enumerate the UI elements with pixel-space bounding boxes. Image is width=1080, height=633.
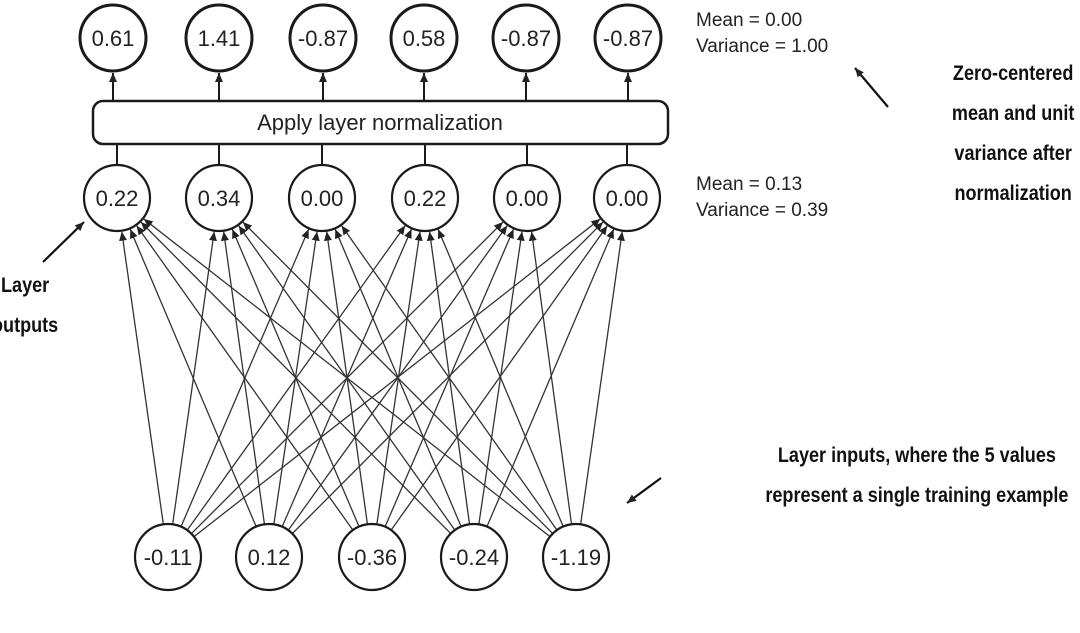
connection-edge [136, 225, 354, 531]
layer-input-node: -1.19 [541, 522, 611, 592]
normalized-output-node-value: -0.87 [501, 26, 551, 51]
nodes: 0.61 1.41 -0.87 0.58 -0.87 -0.87 0.22 0.34 0.00 0… [42, 3, 889, 592]
normalized-output-node: 0.58 [389, 3, 459, 73]
layer-output-node-value: 0.22 [96, 186, 139, 211]
normalized-output-node-value: 0.61 [92, 26, 135, 51]
layer-input-node: 0.12 [234, 522, 304, 592]
layer-output-node: 0.00 [287, 163, 357, 233]
normalized-output-node: -0.87 [593, 3, 663, 73]
layer-output-node: 0.34 [184, 163, 254, 233]
mean-after: Mean = 0.00 [696, 10, 803, 31]
connection-edge [291, 221, 604, 535]
connection-edge [143, 218, 551, 538]
callout-line: variance after [954, 142, 1072, 165]
connection-edge [341, 225, 558, 531]
connection-edges [109, 73, 632, 538]
pointer-layer-inputs [626, 477, 662, 504]
normalized-output-node: 0.61 [78, 3, 148, 73]
variance-after: Variance = 1.00 [696, 36, 829, 57]
normalized-output-node-value: 0.58 [403, 26, 446, 51]
connection-edge [486, 229, 615, 527]
connection-edge [129, 229, 257, 527]
stats-after-normalization: Mean = 0.00 Variance = 1.00 [696, 8, 828, 60]
normalized-output-node-value: 1.41 [198, 26, 241, 51]
callout-line: outputs [0, 314, 59, 337]
mean-before: Mean = 0.13 [696, 174, 803, 195]
connection-edge [242, 221, 554, 535]
normalization-box-label: Apply layer normalization [257, 110, 503, 135]
layer-input-node-value: -0.36 [347, 545, 397, 570]
connection-edge [140, 221, 452, 535]
layer-output-node-value: 0.00 [301, 186, 344, 211]
layer-input-node: -0.11 [133, 522, 203, 592]
connection-edge [119, 231, 165, 525]
layer-input-node: -0.24 [439, 522, 509, 592]
normalization-box: Apply layer normalization [91, 99, 670, 146]
layer-input-node-value: -0.24 [449, 545, 499, 570]
callout-line: Layer [1, 274, 50, 297]
stats-before-normalization: Mean = 0.13 Variance = 0.39 [696, 172, 828, 224]
callout-layer-inputs: Layer inputs, where the 5 values represe… [765, 436, 1068, 516]
connection-edge [437, 229, 564, 527]
normalized-output-node: -0.87 [288, 3, 358, 73]
connection-edge [579, 231, 625, 525]
pointer-after-normalization [854, 67, 889, 108]
callout-line: Layer inputs, where the 5 values [777, 444, 1056, 467]
connection-edge [390, 225, 608, 531]
callout-line: mean and unit [951, 102, 1074, 125]
layer-input-node: -0.36 [337, 522, 407, 592]
layer-output-node: 0.00 [492, 163, 562, 233]
callout-line: normalization [954, 182, 1072, 205]
layer-output-node: 0.22 [390, 163, 460, 233]
connection-edge [528, 231, 573, 525]
layer-input-node-value: -0.11 [144, 545, 193, 570]
normalized-output-node: 1.41 [184, 3, 254, 73]
normalized-output-node-value: -0.87 [603, 26, 653, 51]
callout-line: represent a single training example [764, 484, 1068, 507]
layer-input-node-value: -1.19 [551, 545, 601, 570]
layer-output-node-value: 0.00 [606, 186, 649, 211]
normalized-output-node-value: -0.87 [298, 26, 348, 51]
callout-layer-outputs: Layer outputs [0, 266, 58, 346]
normalized-output-node: -0.87 [491, 3, 561, 73]
layer-output-node-value: 0.34 [198, 186, 241, 211]
callout-line: Zero-centered [952, 62, 1074, 85]
layer-output-node: 0.22 [82, 163, 152, 233]
variance-before: Variance = 0.39 [696, 200, 829, 221]
layer-output-node: 0.00 [592, 163, 662, 233]
layer-output-node-value: 0.00 [506, 186, 549, 211]
layer-input-node-value: 0.12 [248, 545, 291, 570]
pointer-layer-outputs [42, 221, 85, 263]
layer-output-node-value: 0.22 [404, 186, 447, 211]
callout-after-normalization: Zero-centered mean and unit variance aft… [952, 54, 1074, 214]
